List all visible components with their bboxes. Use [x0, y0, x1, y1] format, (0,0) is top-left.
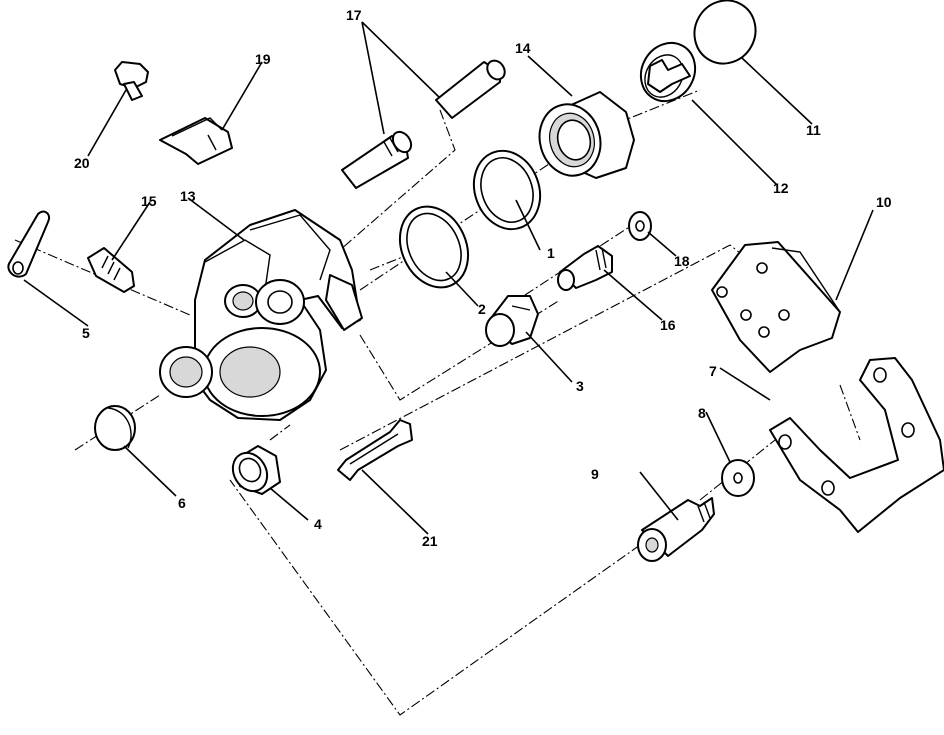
part-piston-plug	[485, 295, 539, 347]
part-cap-disc	[693, 0, 757, 65]
callout-16: 16	[660, 317, 676, 333]
callout-1: 1	[547, 245, 555, 261]
callout-2: 2	[478, 301, 486, 317]
assembly-lines	[14, 89, 861, 716]
callout-6: 6	[178, 495, 186, 511]
callout-18: 18	[674, 253, 690, 269]
part-washer-large	[721, 459, 755, 497]
callout-9: 9	[591, 466, 599, 482]
callout-10: 10	[876, 194, 892, 210]
part-spring-clip	[159, 117, 233, 165]
callout-12: 12	[773, 180, 789, 196]
callout-14: 14	[515, 40, 531, 56]
part-guide-pins	[341, 59, 506, 189]
callout-7: 7	[709, 363, 717, 379]
part-bracket-plate	[711, 241, 841, 373]
callout-labels: 1 2 3 4 5 6 7 8 9 10 11 12 13 14 15 16 1…	[74, 7, 892, 549]
callout-3: 3	[576, 378, 584, 394]
part-seal-ring-1	[472, 149, 542, 231]
callout-15: 15	[141, 193, 157, 209]
callout-leaders	[23, 21, 874, 535]
callout-20: 20	[74, 155, 90, 171]
callout-17: 17	[346, 7, 362, 23]
part-bleeder-bolt	[114, 61, 149, 101]
part-cotter-pin	[7, 210, 50, 278]
callout-4: 4	[314, 516, 322, 532]
part-mounting-bolt	[637, 497, 715, 562]
part-caliper-body	[159, 209, 363, 421]
part-plug	[94, 405, 136, 451]
part-piston	[538, 91, 635, 179]
callout-11: 11	[806, 122, 821, 138]
part-seal-ring-2	[398, 205, 470, 289]
part-retaining-ring	[639, 41, 697, 103]
part-bleeder-screw	[87, 247, 135, 293]
callout-19: 19	[255, 51, 271, 67]
part-pad-spring	[337, 419, 413, 481]
callout-13: 13	[180, 188, 196, 204]
part-bushing	[231, 445, 281, 495]
callout-5: 5	[82, 325, 90, 341]
callout-21: 21	[422, 533, 438, 549]
part-fitting	[557, 245, 613, 291]
callout-8: 8	[698, 405, 706, 421]
part-mounting-bracket	[769, 357, 944, 533]
part-washer-small	[628, 211, 652, 241]
